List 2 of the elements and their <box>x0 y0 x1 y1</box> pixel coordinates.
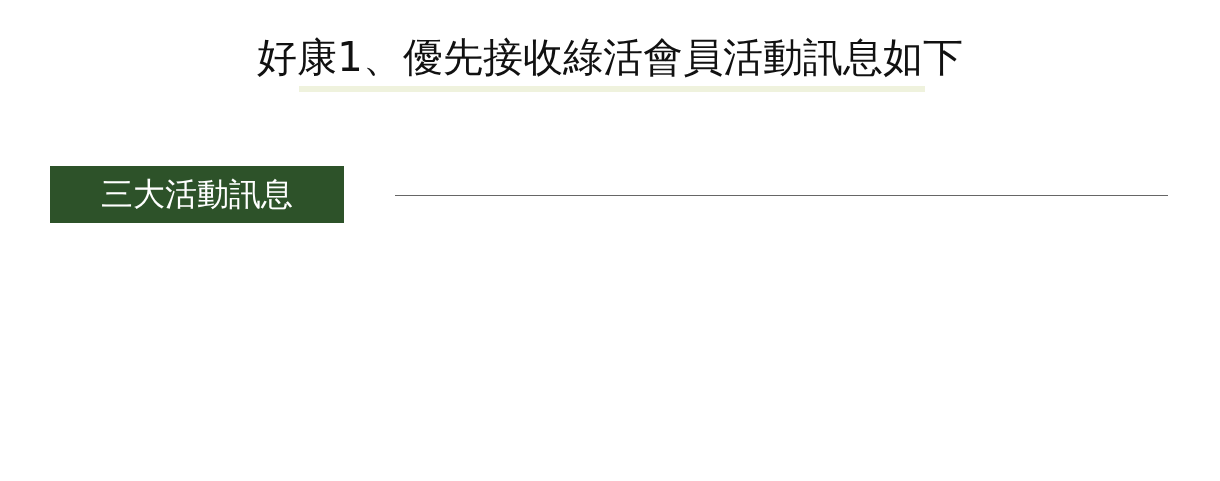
section-heading-box: 三大活動訊息 <box>50 166 344 223</box>
page-title: 好康1、優先接收綠活會員活動訊息如下 <box>257 34 963 80</box>
